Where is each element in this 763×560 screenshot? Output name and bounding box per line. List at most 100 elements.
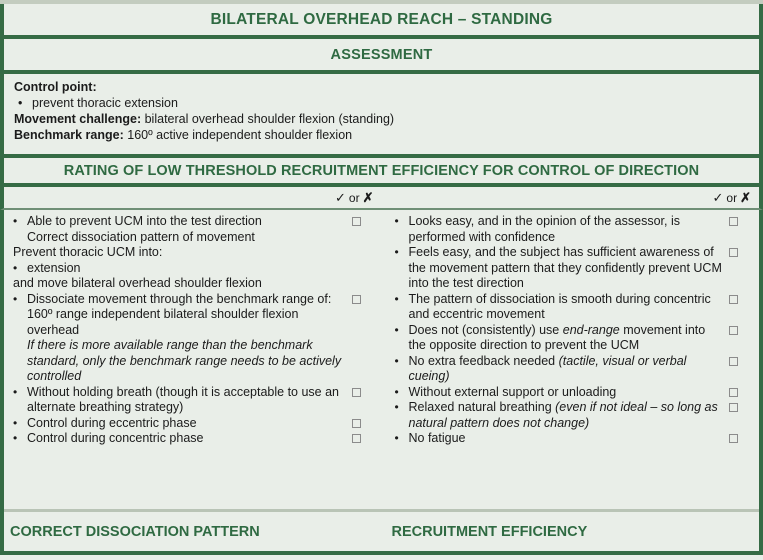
bullet-icon: •: [394, 245, 399, 259]
criteria-item: • No extra feedback needed (tactile, visu…: [392, 354, 760, 385]
criteria-item-label: Without external support or unloading: [408, 384, 617, 399]
rating-heading: RATING OF LOW THRESHOLD RECRUITMENT EFFI…: [63, 162, 700, 179]
control-point-label-text: Control point:: [14, 80, 97, 94]
criteria-checkbox-cell[interactable]: [351, 385, 382, 397]
footer-label-correct-dissociation: CORRECT DISSOCIATION PATTERN: [10, 523, 260, 540]
criteria-item-label: Control during concentric phase: [27, 431, 204, 445]
recruitment-efficiency-column: • Looks easy, and in the opinion of the a…: [382, 214, 760, 509]
criteria-item-label: No fatigue: [408, 431, 466, 445]
criteria-item: •Correct dissociation pattern of movemen…: [10, 230, 382, 246]
criteria-item-label: The pattern of dissociation is smooth du…: [408, 291, 711, 322]
top-strip: [0, 0, 763, 4]
criteria-item-emphasis: (even if not ideal – so long as natural …: [408, 400, 718, 430]
criteria-item: • Able to prevent UCM into the test direc…: [10, 214, 382, 230]
check-icon: ✓: [335, 189, 346, 205]
criteria-item-label: Able to prevent UCM into the test direct…: [27, 214, 262, 228]
control-point-bullet: • prevent thoracic extension: [14, 95, 749, 111]
control-point-bullet-text: prevent thoracic extension: [32, 96, 178, 110]
bullet-icon: •: [13, 415, 18, 430]
checkbox[interactable]: [351, 217, 361, 226]
checkbox[interactable]: [729, 434, 738, 443]
criteria-checkbox-cell[interactable]: [729, 323, 759, 335]
criteria-item: •If there is more available range than t…: [10, 338, 382, 385]
criteria-checkbox-cell[interactable]: [729, 400, 759, 412]
checkbox[interactable]: [729, 325, 738, 335]
cross-icon: ✗: [362, 189, 374, 205]
bullet-icon: •: [394, 431, 399, 445]
checkbox[interactable]: [351, 294, 361, 304]
checkbox[interactable]: [351, 434, 361, 443]
checkbox[interactable]: [729, 387, 738, 397]
criteria-item: •extension: [10, 261, 382, 277]
criteria-item-emphasis: (tactile, visual or verbal cueing): [408, 353, 687, 384]
criteria-item-label: Does not (consistently) use end-range mo…: [408, 322, 706, 353]
criteria-checkbox-cell[interactable]: [729, 292, 759, 304]
bullet-icon: •: [13, 291, 18, 306]
criteria-checkbox-cell[interactable]: [729, 431, 759, 443]
criteria-checkbox-cell[interactable]: [729, 385, 759, 397]
bullet-icon: •: [394, 291, 399, 306]
tick-or-label-right: or: [726, 190, 738, 205]
bullet-icon: •: [13, 384, 18, 399]
criteria-note: Prevent thoracic UCM into:: [13, 245, 163, 259]
criteria-item: • Feels easy, and the subject has suffici…: [392, 245, 760, 292]
criteria-item: • Without holding breath (though it is ac…: [10, 385, 382, 416]
benchmark-range-value: 160º active independent shoulder flexion: [127, 128, 353, 142]
correct-dissociation-column: • Able to prevent UCM into the test direc…: [4, 214, 382, 509]
criteria-item-label: Feels easy, and the subject has sufficie…: [408, 245, 722, 290]
criteria-item-label: Correct dissociation pattern of movement: [27, 229, 255, 244]
criteria-item: •Looks easy, and in the opinion of the a…: [392, 214, 760, 245]
criteria-item-label: Dissociate movement through the benchmar…: [27, 291, 332, 337]
benchmark-range-line: Benchmark range: 160º active independent…: [14, 127, 749, 143]
checkbox[interactable]: [729, 248, 738, 257]
criteria-item-label: Looks easy, and in the opinion of the as…: [408, 214, 680, 244]
movement-challenge-value: bilateral overhead shoulder flexion (sta…: [144, 112, 395, 126]
criteria-item-emphasis: end-range: [562, 322, 620, 337]
checkbox[interactable]: [729, 356, 738, 366]
criteria-item: •Control during concentric phase: [10, 431, 382, 447]
rating-band: RATING OF LOW THRESHOLD RECRUITMENT EFFI…: [0, 154, 763, 187]
criteria-item: • Relaxed natural breathing (even if not …: [392, 400, 760, 431]
criteria-columns: • Able to prevent UCM into the test direc…: [0, 210, 763, 509]
benchmark-range-label: Benchmark range:: [14, 128, 124, 142]
criteria-item-label: Control during eccentric phase: [27, 415, 197, 430]
criteria-item: • Does not (consistently) use end-range m…: [392, 323, 760, 354]
criteria-checkbox-cell[interactable]: [729, 354, 759, 366]
checkbox[interactable]: [351, 387, 361, 397]
criteria-item-label: Relaxed natural breathing (even if not i…: [408, 400, 718, 430]
criteria-checkbox-cell[interactable]: [729, 214, 759, 226]
bullet-icon: •: [394, 322, 399, 337]
checkbox[interactable]: [729, 217, 738, 226]
checkbox[interactable]: [729, 294, 738, 304]
criteria-item: • Without external support or unloading: [392, 385, 760, 401]
criteria-checkbox-cell[interactable]: [729, 245, 759, 257]
checkbox[interactable]: [351, 418, 361, 428]
criteria-item: • Dissociate movement through the benchma…: [10, 292, 382, 339]
bullet-icon: •: [394, 400, 399, 414]
tick-header-row: ✓ or ✗ ✓ or ✗: [0, 187, 763, 210]
criteria-item-label: No extra feedback needed (tactile, visua…: [408, 353, 687, 384]
cross-icon: ✗: [740, 189, 751, 205]
criteria-item: • Control during eccentric phase: [10, 416, 382, 432]
criteria-checkbox-cell[interactable]: [351, 431, 382, 443]
checkbox[interactable]: [729, 403, 738, 412]
criteria-item-label: If there is more available range than th…: [27, 338, 342, 383]
footer-columns: CORRECT DISSOCIATION PATTERN RECRUITMENT…: [4, 512, 759, 551]
movement-challenge-label: Movement challenge:: [14, 112, 142, 126]
criteria-checkbox-cell[interactable]: [351, 214, 382, 226]
assessment-info-block: Control point: • prevent thoracic extens…: [0, 74, 763, 154]
assessment-heading: ASSESSMENT: [330, 46, 433, 63]
criteria-item-label: Without holding breath (though it is acc…: [27, 384, 340, 415]
bullet-icon: •: [18, 96, 23, 110]
movement-challenge-line: Movement challenge: bilateral overhead s…: [14, 111, 749, 127]
bullet-icon: •: [394, 353, 399, 368]
criteria-checkbox-cell[interactable]: [351, 292, 382, 304]
criteria-checkbox-cell[interactable]: [351, 416, 382, 428]
page-title: BILATERAL OVERHEAD REACH – STANDING: [210, 10, 553, 28]
bullet-icon: •: [394, 384, 399, 399]
tick-or-label-left: or: [348, 190, 360, 205]
bullet-icon: •: [13, 260, 18, 275]
bullet-icon: •: [13, 214, 18, 228]
footer-block: CORRECT DISSOCIATION PATTERN RECRUITMENT…: [0, 509, 763, 555]
